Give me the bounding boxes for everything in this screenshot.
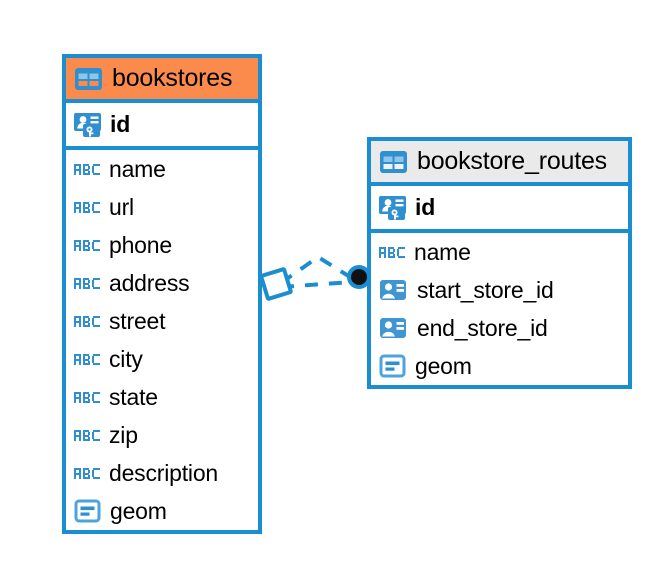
field-row-phone[interactable]: phone — [66, 226, 258, 264]
entity-title: bookstores — [112, 64, 233, 92]
entity-header-bookstore-routes[interactable]: bookstore_routes — [371, 141, 628, 186]
field-row-description[interactable]: description — [66, 454, 258, 492]
abc-text-icon — [74, 277, 100, 289]
entity-bookstores[interactable]: bookstores id — [62, 54, 262, 534]
field-label: name — [109, 155, 166, 182]
abc-text-icon — [74, 353, 100, 365]
field-row-address[interactable]: address — [66, 264, 258, 302]
field-label: url — [109, 193, 134, 220]
primary-key-icon — [379, 194, 408, 221]
field-label: geom — [415, 352, 472, 379]
field-label: street — [109, 307, 166, 334]
field-row-end-store-id[interactable]: end_store_id — [371, 309, 628, 347]
diamond-marker — [259, 267, 293, 301]
field-row-zip[interactable]: zip — [66, 416, 258, 454]
geometry-icon — [379, 354, 406, 378]
field-label: state — [109, 383, 158, 410]
abc-text-icon — [74, 391, 100, 403]
field-row-name[interactable]: name — [371, 233, 628, 271]
abc-text-icon — [74, 315, 100, 327]
abc-text-icon — [74, 239, 100, 251]
foreign-key-icon — [379, 279, 408, 301]
field-label: address — [109, 269, 190, 296]
field-row-street[interactable]: street — [66, 302, 258, 340]
field-label: description — [109, 459, 219, 486]
field-row-city[interactable]: city — [66, 340, 258, 378]
entity-bookstore-routes[interactable]: bookstore_routes id — [367, 137, 632, 389]
field-row-name[interactable]: name — [66, 150, 258, 188]
abc-text-icon — [74, 429, 100, 441]
field-row-start-store-id[interactable]: start_store_id — [371, 271, 628, 309]
field-row-primary-key[interactable]: id — [371, 186, 628, 233]
field-label: phone — [109, 231, 172, 258]
primary-key-icon — [74, 111, 103, 138]
abc-text-icon — [74, 163, 100, 175]
abc-text-icon — [74, 467, 100, 479]
field-row-primary-key[interactable]: id — [66, 103, 258, 150]
table-icon — [379, 150, 408, 174]
abc-text-icon — [379, 246, 405, 258]
field-label: geom — [110, 497, 167, 524]
field-label: id — [415, 194, 436, 220]
field-row-geom[interactable]: geom — [66, 492, 258, 530]
field-label: end_store_id — [417, 314, 548, 341]
foreign-key-icon — [379, 317, 408, 339]
entity-title: bookstore_routes — [417, 147, 607, 175]
field-row-url[interactable]: url — [66, 188, 258, 226]
field-row-state[interactable]: state — [66, 378, 258, 416]
abc-text-icon — [74, 201, 100, 213]
field-label: city — [109, 345, 143, 372]
field-row-geom[interactable]: geom — [371, 347, 628, 385]
relationship-line-upper — [279, 254, 357, 285]
field-label: id — [110, 111, 131, 137]
table-icon — [74, 67, 103, 91]
circle-marker — [347, 265, 371, 289]
entity-header-bookstores[interactable]: bookstores — [66, 58, 258, 103]
relationship-line-lower — [280, 280, 353, 289]
field-label: start_store_id — [417, 276, 554, 303]
field-label: name — [414, 238, 471, 265]
geometry-icon — [74, 499, 101, 523]
field-label: zip — [109, 421, 138, 448]
